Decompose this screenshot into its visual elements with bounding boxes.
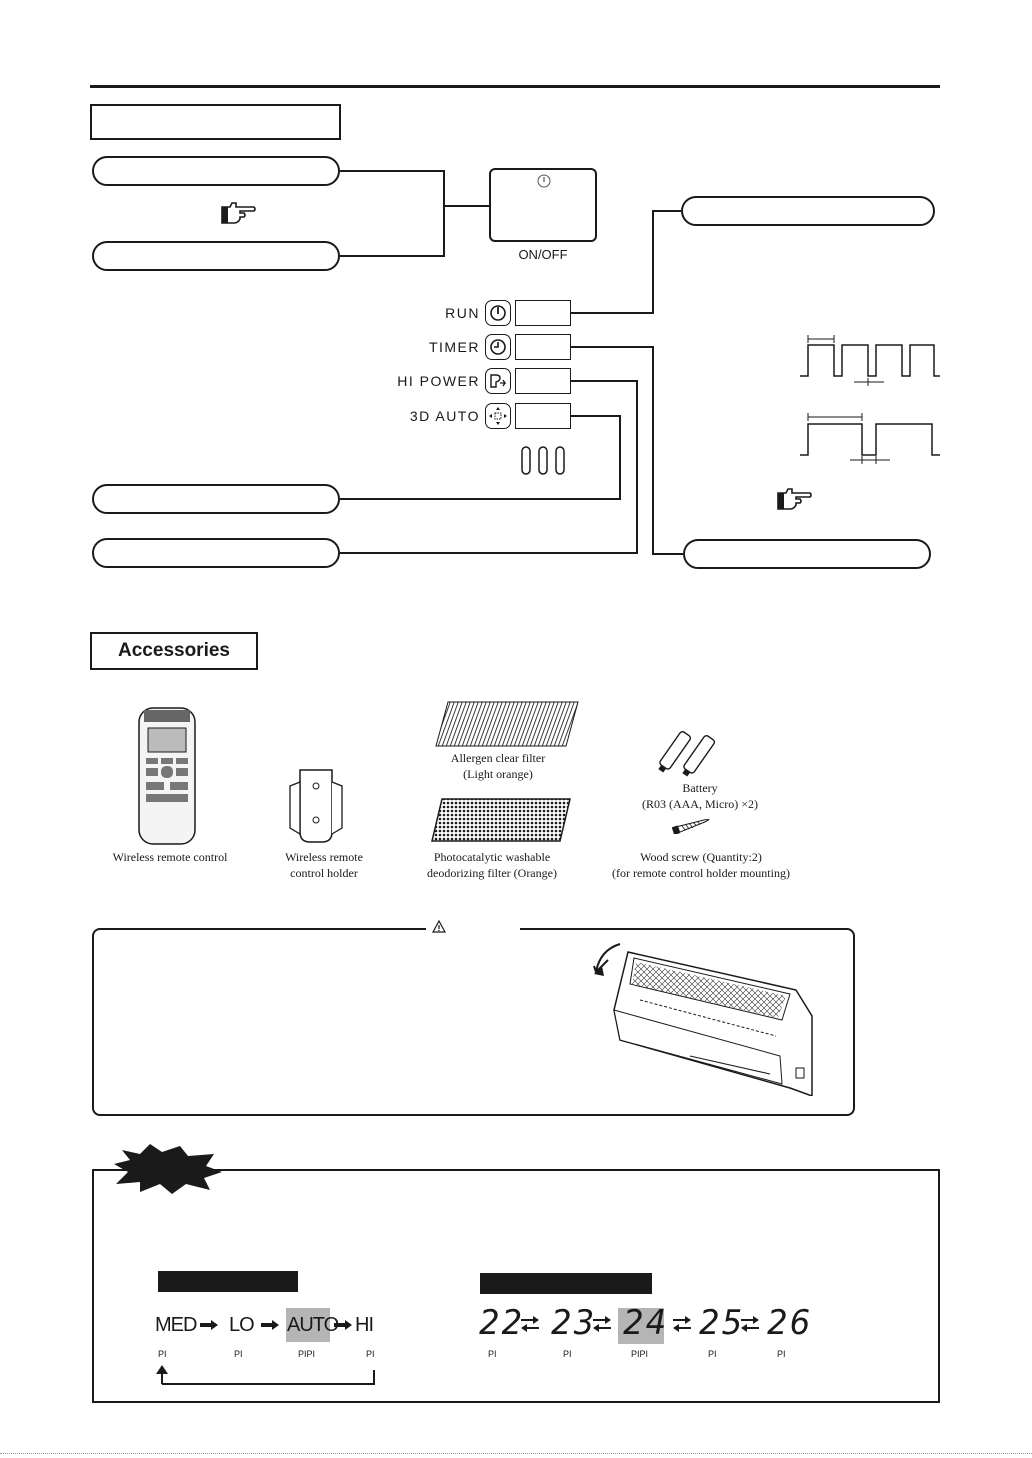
callout-pill-4	[92, 538, 340, 568]
beep-label: PI	[488, 1349, 497, 1359]
beep-label: PI	[158, 1349, 167, 1359]
temp-value-26: 26	[767, 1303, 813, 1343]
3d-auto-icon	[485, 403, 511, 429]
power-icon	[485, 300, 511, 326]
beep-label: PI	[777, 1349, 786, 1359]
connector-lines	[340, 170, 940, 555]
accessory-caption-holder: Wireless remote control holder	[285, 850, 363, 880]
beep-label: PIPI	[631, 1349, 649, 1359]
indicator-lamp-hi-power	[515, 368, 571, 394]
battery-image	[654, 724, 724, 778]
indicator-label-timer: TIMER	[428, 339, 480, 355]
accessory-caption-deodorizing: Photocatalytic washable deodorizing filt…	[427, 850, 557, 880]
bottom-rule	[0, 1453, 1032, 1454]
onoff-label: ON/OFF	[518, 247, 568, 262]
beep-label: PI	[234, 1349, 243, 1359]
swap-arrows-icon	[741, 1316, 759, 1332]
pointing-hand-icon	[220, 201, 256, 225]
accessories-header: Accessories	[90, 632, 258, 670]
temp-value-22: 22	[479, 1303, 525, 1343]
fan-speed-header-bar	[158, 1271, 298, 1292]
arrow-right-icon	[261, 1320, 279, 1330]
swap-arrows-icon	[593, 1316, 611, 1332]
indoor-unit-illustration	[590, 936, 830, 1096]
temp-header-bar	[480, 1273, 652, 1294]
accessory-caption-remote: Wireless remote control	[112, 850, 228, 864]
temp-value-24: 24	[623, 1303, 669, 1343]
accessory-caption-battery: Battery (R03 (AAA, Micro) ×2)	[641, 781, 759, 811]
fan-speed-auto: AUTO	[287, 1314, 339, 1336]
callout-pill-1	[92, 156, 340, 186]
clock-icon	[485, 334, 511, 360]
signal-receiver-slots	[520, 446, 566, 476]
accessory-caption-screw: Wood screw (Quantity:2) (for remote cont…	[612, 850, 790, 880]
top-rule	[90, 85, 940, 88]
accessory-caption-allergen: Allergen clear filter (Light orange)	[450, 751, 546, 781]
callout-pill-run	[681, 196, 935, 226]
fan-auto-highlight	[286, 1308, 330, 1342]
callout-pill-3	[92, 484, 340, 514]
remote-holder-image	[286, 768, 346, 844]
temp-24-highlight	[618, 1308, 664, 1344]
fan-speed-hi: HI	[355, 1314, 374, 1336]
onoff-button[interactable]	[489, 168, 597, 242]
cycle-return-arrow	[152, 1364, 378, 1386]
accessories-title: Accessories	[118, 640, 230, 661]
beep-label: PI	[366, 1349, 375, 1359]
pointing-hand-icon-2	[776, 487, 812, 511]
arrow-right-icon	[200, 1320, 218, 1330]
swap-arrows-icon	[521, 1316, 539, 1332]
operation-section-header	[90, 104, 341, 140]
beep-label: PI	[563, 1349, 572, 1359]
temp-value-25: 25	[699, 1303, 745, 1343]
indicator-lamp-3d-auto	[515, 403, 571, 429]
warning-icon	[432, 920, 446, 933]
starburst-icon	[110, 1142, 226, 1196]
callout-pill-2	[92, 241, 340, 271]
indicator-lamp-timer	[515, 334, 571, 360]
fan-speed-lo: LO	[229, 1314, 255, 1336]
arrow-right-icon	[334, 1320, 352, 1330]
wood-screw-image	[672, 816, 712, 834]
beep-label: PI	[708, 1349, 717, 1359]
deodorizing-filter-image	[430, 797, 572, 845]
fan-speed-med: MED	[155, 1314, 197, 1336]
indicator-lamp-run	[515, 300, 571, 326]
swap-arrows-icon	[673, 1316, 691, 1332]
notice-box	[92, 1169, 940, 1403]
hi-power-icon	[485, 368, 511, 394]
temp-value-23: 23	[551, 1303, 597, 1343]
allergen-filter-image	[434, 700, 580, 748]
caution-header-gap	[426, 924, 520, 934]
indicator-label-hi-power: HI POWER	[397, 373, 480, 389]
indicator-label-run: RUN	[445, 305, 480, 321]
indicator-label-3d-auto: 3D AUTO	[409, 408, 480, 424]
remote-control-image	[136, 706, 198, 846]
power-icon	[537, 174, 551, 188]
callout-pill-timer	[683, 539, 931, 569]
beep-label: PIPI	[298, 1349, 316, 1359]
